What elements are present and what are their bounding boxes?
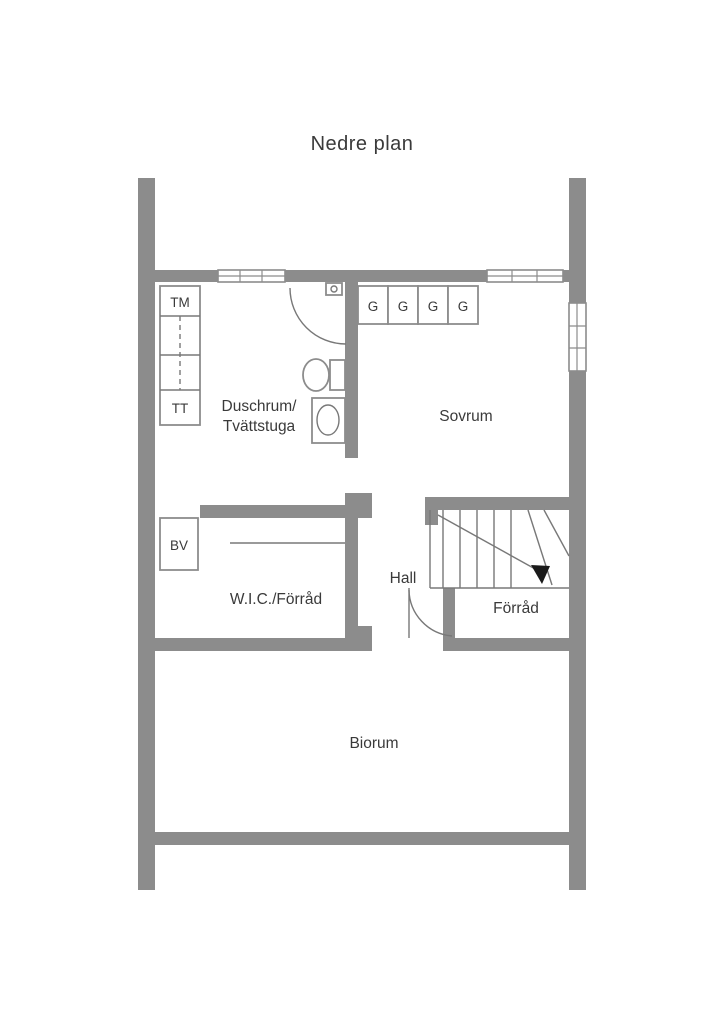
window-right-side-icon	[568, 302, 587, 372]
wall-stairs-stub	[425, 497, 438, 525]
laundry-cabinet: TM TT	[159, 285, 201, 426]
wall-top-segment-c	[563, 270, 569, 282]
room-label-biorum: Biorum	[349, 735, 398, 752]
shower-mixer-icon	[325, 282, 343, 296]
room-labels: Duschrum/ Tvättstuga Sovrum Hall Förråd …	[222, 398, 539, 752]
wardrobe-box	[417, 285, 449, 325]
heating-unit: BV	[159, 517, 199, 571]
wall-wic-bottom	[155, 638, 358, 651]
wall-forrad-left	[443, 588, 455, 638]
stair-down-arrow-icon	[531, 565, 550, 584]
door-swing-arc	[408, 589, 453, 637]
room-label-wic-forrad: W.I.C./Förråd	[230, 591, 322, 608]
wardrobe-label: G	[398, 299, 409, 314]
shower-door-arc	[289, 287, 347, 345]
toilet-bowl-icon	[302, 358, 330, 392]
stair-winder-tread	[543, 509, 570, 557]
wall-wic-top	[200, 505, 358, 518]
wall-right	[569, 178, 586, 890]
dryer-label: TT	[172, 401, 189, 416]
wardrobes: G G G G	[357, 285, 479, 325]
sink-basin-icon	[316, 404, 340, 436]
room-label-duschrum-line2: Tvättstuga	[223, 418, 296, 435]
room-label-sovrum: Sovrum	[439, 408, 492, 425]
wall-hall-bottom	[443, 638, 569, 651]
room-label-duschrum-line1: Duschrum/	[222, 398, 298, 415]
window-top-right-icon	[486, 269, 564, 283]
wall-stairs-top	[425, 497, 569, 510]
interior-walls	[155, 282, 569, 651]
stair-direction-line	[437, 514, 538, 571]
wall-bottom	[155, 832, 569, 845]
windows	[217, 269, 587, 372]
wardrobe-label: G	[458, 299, 469, 314]
stairs	[429, 509, 570, 589]
wall-wic-right	[345, 505, 358, 651]
wardrobe-label: G	[428, 299, 439, 314]
plan-title: Nedre plan	[311, 133, 414, 155]
bathroom-fixtures	[289, 282, 347, 444]
washing-machine-label: TM	[170, 295, 190, 310]
heating-unit-label: BV	[170, 538, 188, 553]
hall-door	[408, 588, 453, 638]
outer-walls	[138, 178, 586, 890]
room-label-forrad: Förråd	[493, 600, 539, 617]
toilet-tank-icon	[329, 359, 346, 391]
wardrobe-box	[447, 285, 479, 325]
wall-bathroom-divider	[345, 282, 358, 458]
wall-left	[138, 178, 155, 890]
wardrobe-box	[387, 285, 419, 325]
wardrobe-label: G	[368, 299, 379, 314]
room-label-hall: Hall	[390, 570, 417, 587]
window-top-left-icon	[217, 269, 286, 283]
wall-top-segment-a	[155, 270, 218, 282]
shower-head-icon	[330, 285, 338, 293]
heating-unit-box	[159, 517, 199, 571]
wall-top-segment-b	[285, 270, 487, 282]
wall-wic-bottom-nub	[345, 626, 372, 651]
stair-winder-tread	[527, 509, 553, 586]
